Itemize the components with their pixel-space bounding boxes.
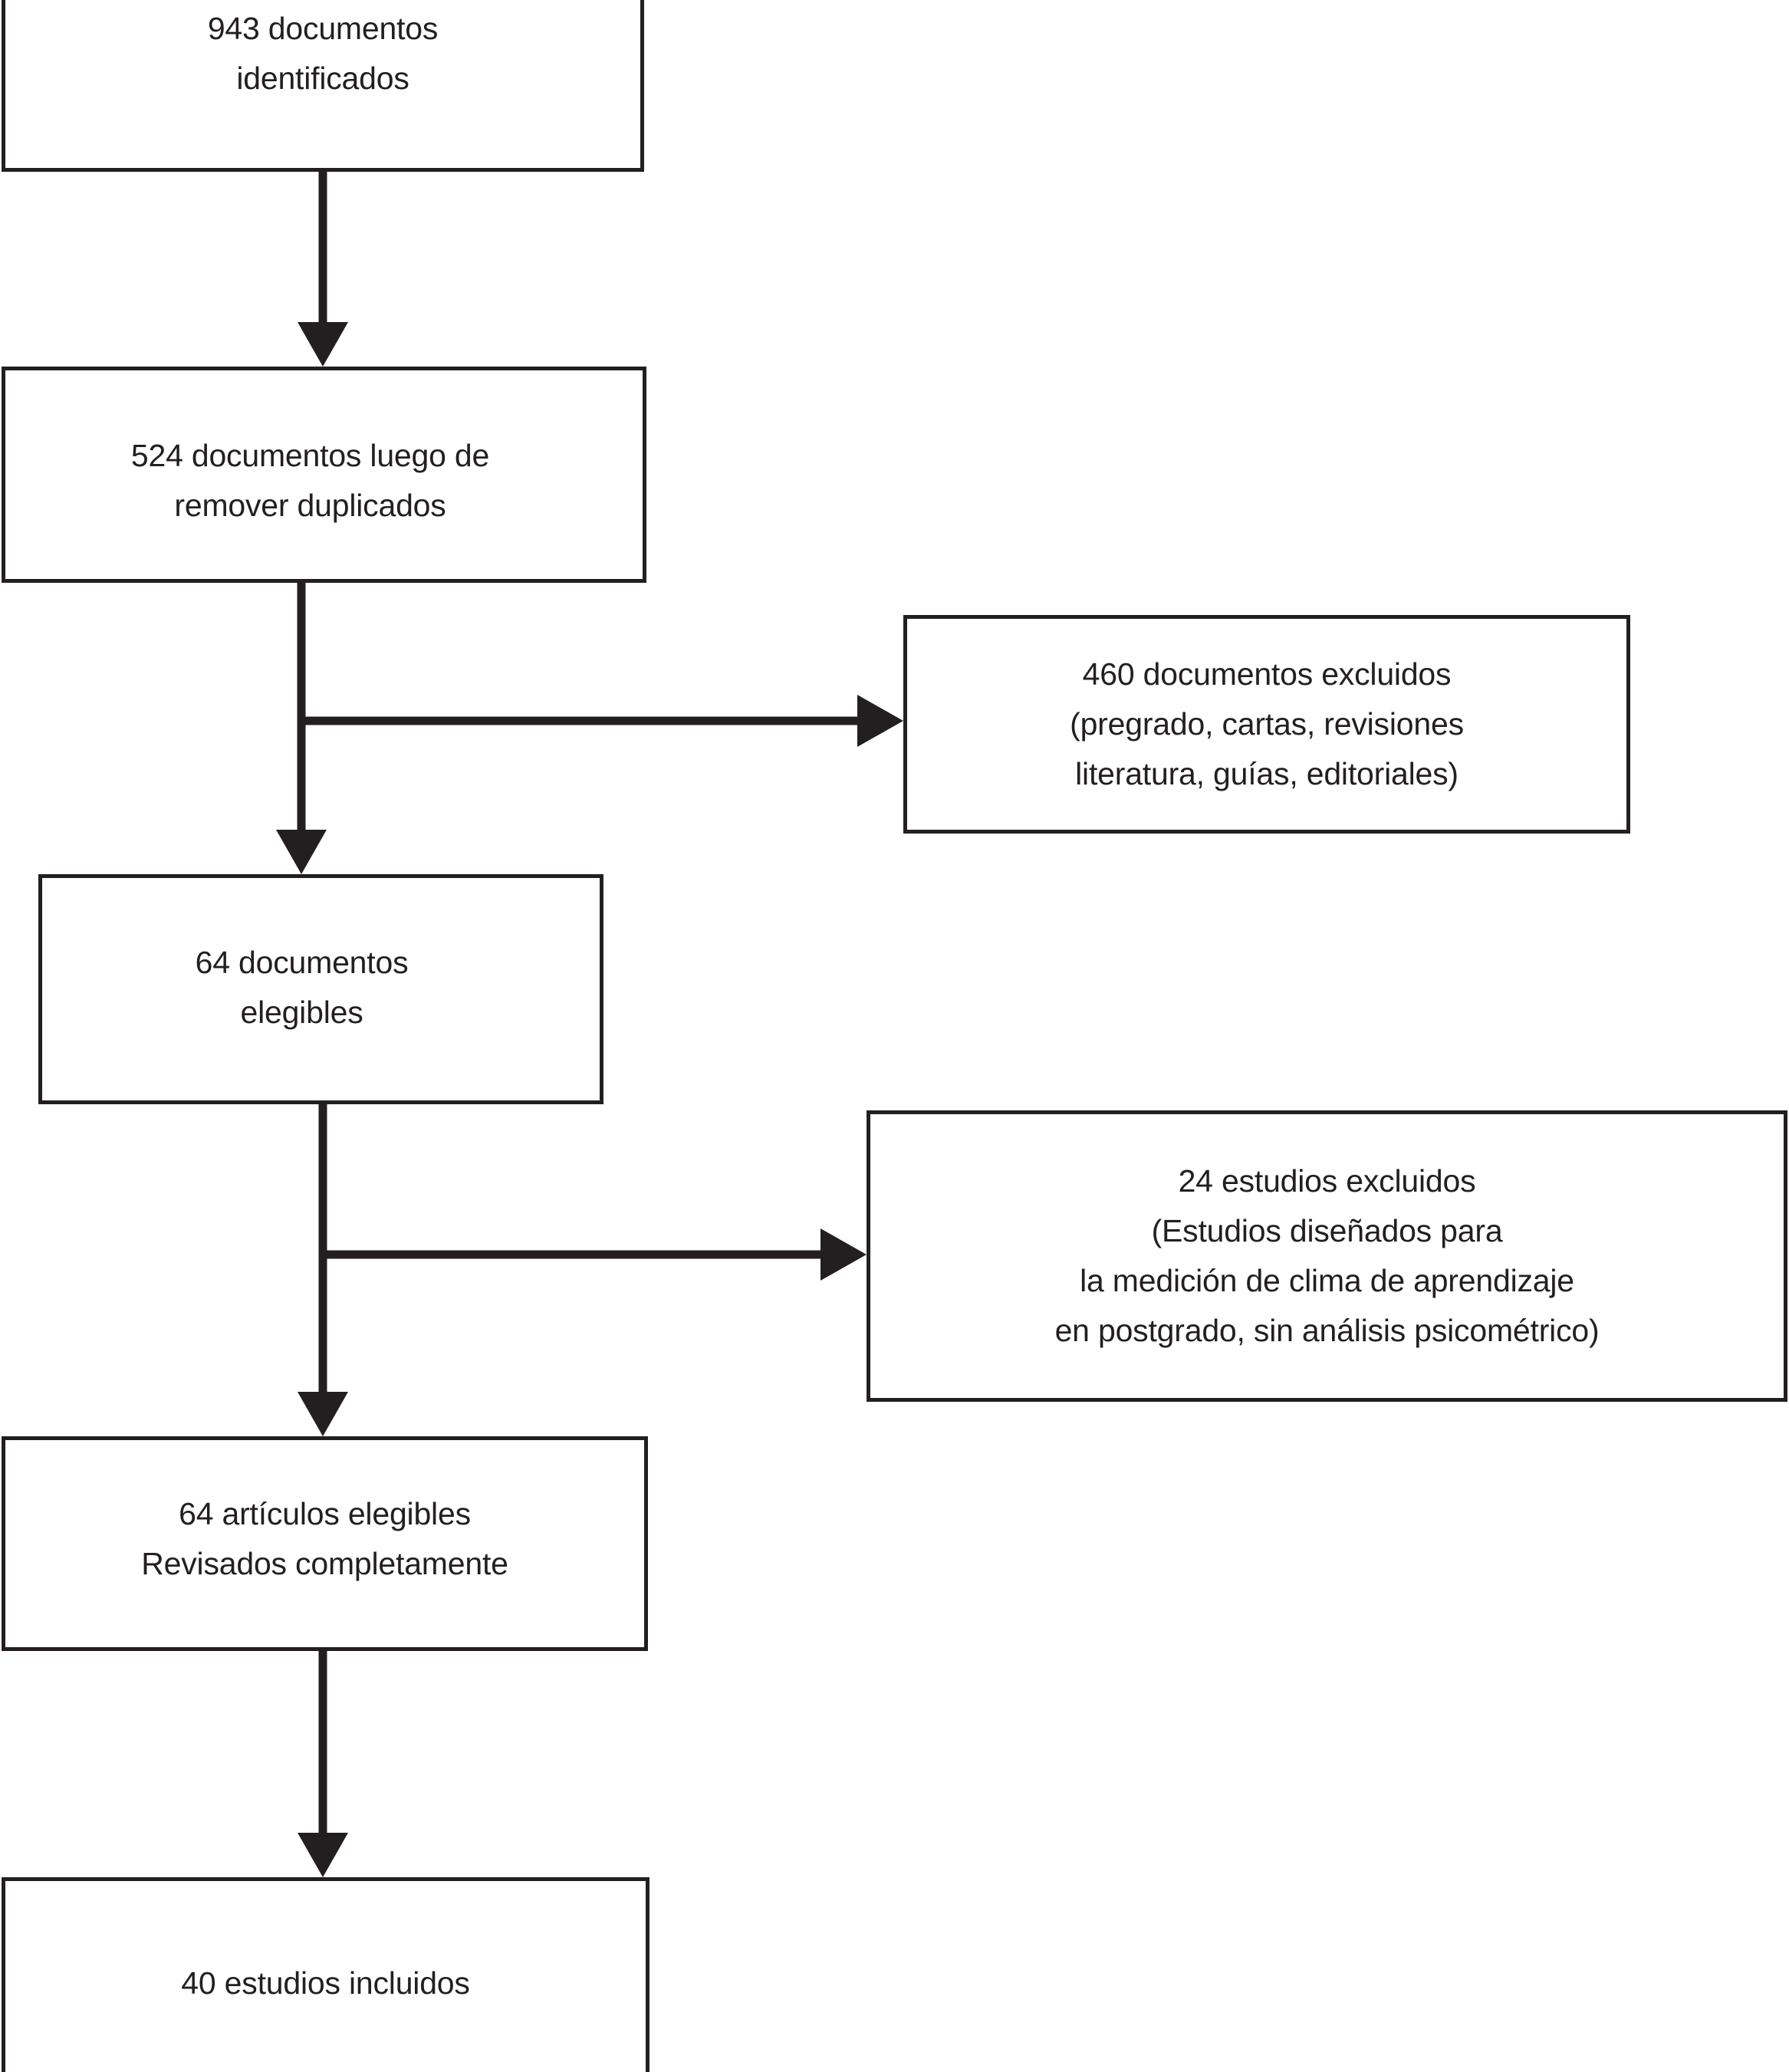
node-included-label: 40 estudios incluidos — [181, 1965, 470, 2001]
node-documentos-luego-de-remover-duplicados: 524 documentos luego de remover duplicad… — [2, 367, 646, 583]
node-eligible-label: 64 documentos elegibles — [195, 945, 409, 1030]
node-estudios-incluidos: 40 estudios incluidos — [2, 1877, 649, 2072]
node-documentos-excluidos: 460 documentos excluidos (pregrado, cart… — [903, 615, 1630, 834]
edge-identified-to-deduplicated — [298, 170, 348, 367]
node-documentos-elegibles: 64 documentos elegibles — [38, 874, 603, 1104]
edge-eligible-to-fulltext — [298, 1102, 348, 1436]
node-excluded-1-label: 460 documentos excluidos (pregrado, cart… — [1070, 656, 1464, 791]
node-documentos-identificados: 943 documentos identificados — [2, 0, 644, 172]
node-identified-label: 943 documentos identificados — [207, 11, 439, 96]
node-estudios-excluidos: 24 estudios excluidos (Estudios diseñado… — [867, 1110, 1787, 1402]
edge-fulltext-to-included — [298, 1649, 348, 1877]
node-deduplicated-label: 524 documentos luego de remover duplicad… — [130, 438, 490, 523]
edge-eligible-to-excluded-2 — [323, 1228, 867, 1281]
node-fulltext-label: 64 artículos elegibles Revisados complet… — [141, 1496, 508, 1581]
edge-deduplicated-to-excluded-1 — [301, 695, 903, 747]
node-articulos-elegibles-revisados: 64 artículos elegibles Revisados complet… — [2, 1436, 648, 1651]
edge-deduplicated-to-eligible — [276, 581, 327, 874]
node-excluded-2-label: 24 estudios excluidos (Estudios diseñado… — [1054, 1163, 1600, 1348]
